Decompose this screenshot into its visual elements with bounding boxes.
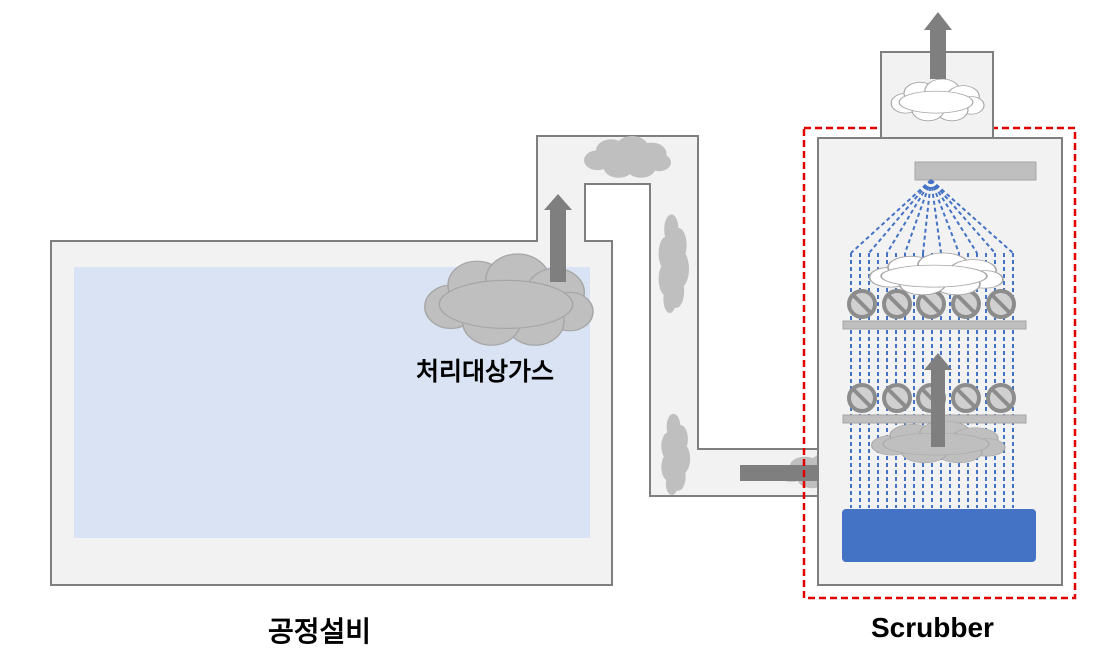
gas-label: 처리대상가스 bbox=[416, 357, 555, 386]
up-arrow-icon bbox=[924, 12, 952, 79]
up-arrow-icon bbox=[924, 353, 952, 447]
no-entry-icon bbox=[847, 383, 877, 413]
no-entry-icon bbox=[882, 383, 912, 413]
spray-nozzle-bar bbox=[914, 161, 1037, 181]
no-entry-icon bbox=[882, 289, 912, 319]
packing-layer-upper bbox=[842, 289, 1027, 330]
up-arrow-icon bbox=[544, 194, 572, 282]
scrubber-label: Scrubber bbox=[871, 612, 994, 643]
water-sump bbox=[842, 509, 1036, 562]
process-equipment-label: 공정설비 bbox=[268, 615, 372, 648]
no-entry-icon bbox=[951, 383, 981, 413]
no-entry-icon bbox=[986, 383, 1016, 413]
right-arrow-icon bbox=[740, 459, 838, 487]
no-entry-icon bbox=[986, 289, 1016, 319]
no-entry-icon bbox=[847, 289, 877, 319]
